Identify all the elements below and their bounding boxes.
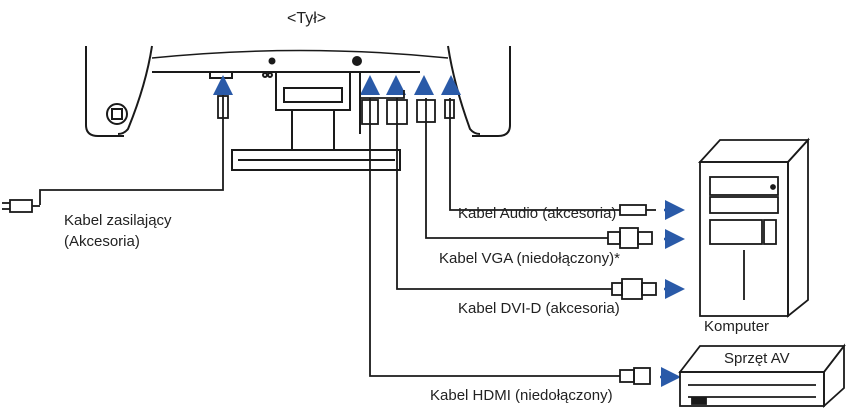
av-device: [678, 343, 846, 409]
power-plug-icon: [2, 199, 40, 213]
audio-cable-label: Kabel Audio (akcesoria): [458, 205, 617, 222]
vga-connector-icon: [607, 227, 653, 249]
hdmi-connector-icon: [619, 367, 651, 385]
cables: [39, 90, 620, 377]
dvid-cable-label: Kabel DVI-D (akcesoria): [458, 300, 620, 317]
computer-label: Komputer: [704, 318, 770, 335]
cable-arrows: [660, 200, 685, 387]
port-arrows: [213, 75, 461, 95]
vga-cable-label: Kabel VGA (niedołączony)*: [439, 250, 620, 267]
hdmi-cable-label: Kabel HDMI (niedołączony): [430, 387, 613, 404]
audio-jack-icon: [619, 204, 656, 216]
power-cable-label: Kabel zasilający: [64, 212, 172, 229]
monitor-back: [85, 45, 511, 171]
dvi-connector-icon: [611, 278, 657, 300]
diagram-title: <Tył>: [287, 10, 327, 27]
power-cable-note: (Akcesoria): [64, 233, 140, 250]
av-equipment-label: Sprzęt AV: [724, 350, 790, 367]
computer-tower: [697, 137, 811, 318]
